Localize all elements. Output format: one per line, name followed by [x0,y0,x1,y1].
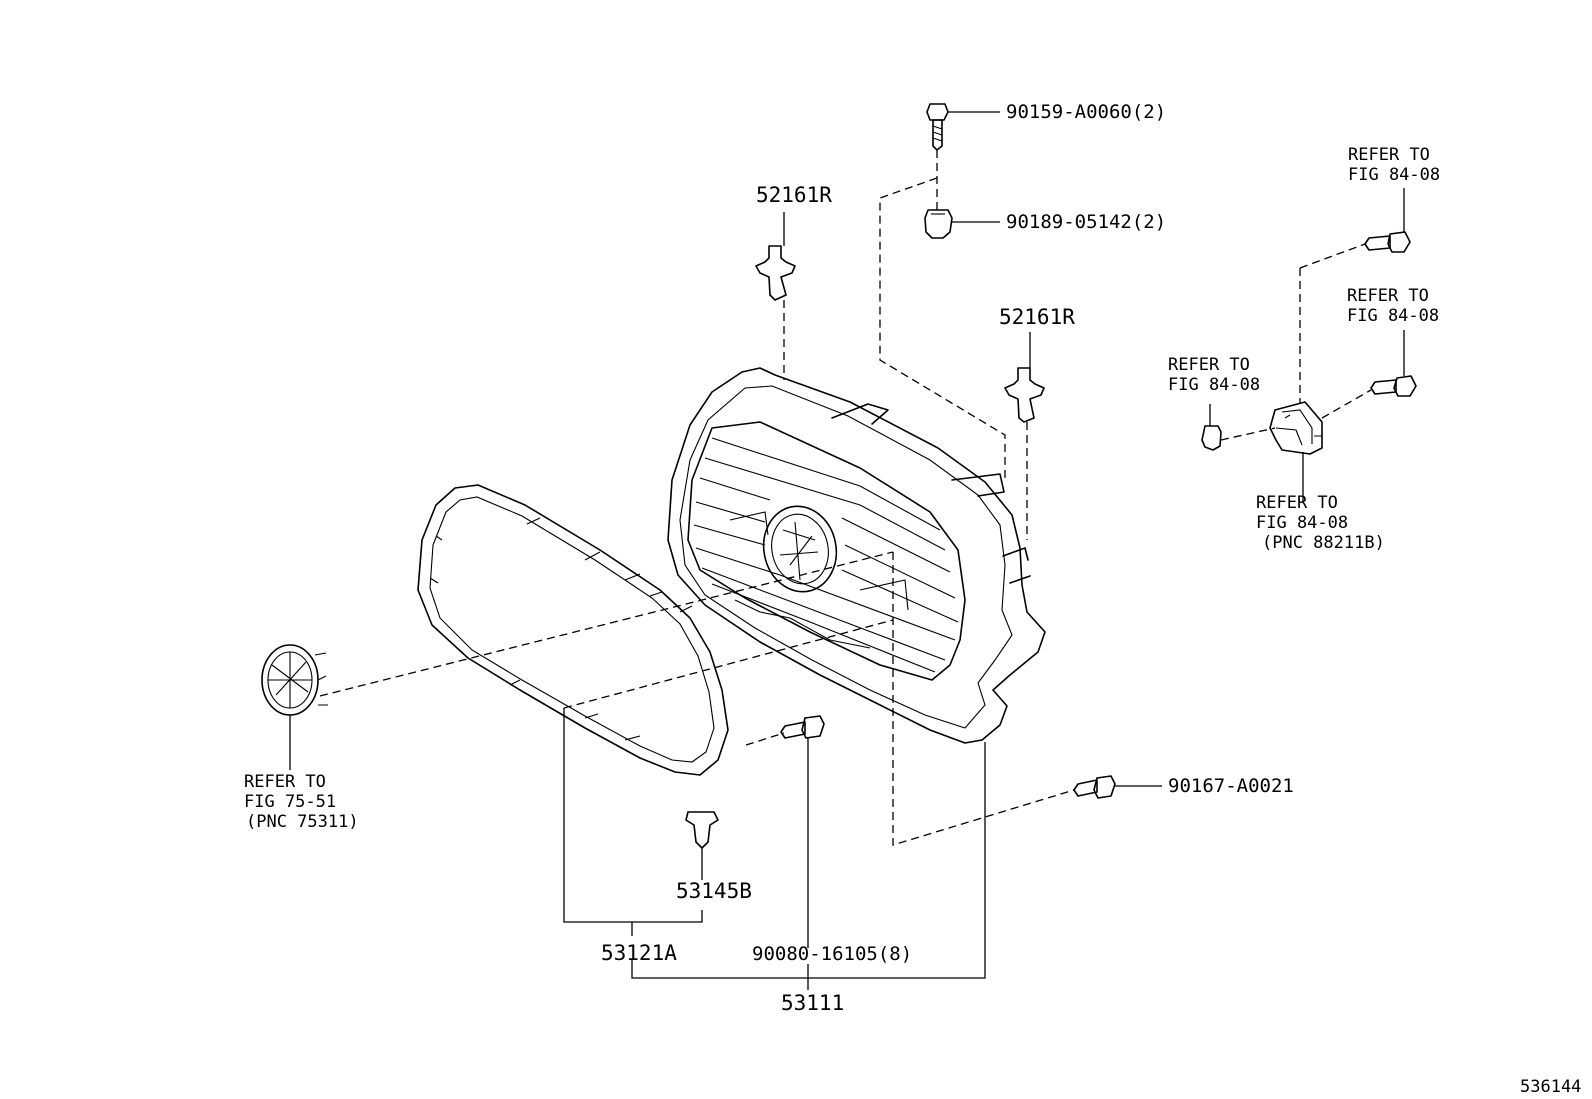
label-refer-sensor-bottom-2[interactable]: FIG 84-08 [1256,513,1348,533]
label-bolt-90159[interactable]: 90159-A0060(2) [1006,101,1166,123]
sensor-bolt-mid[interactable] [1370,375,1417,397]
label-screw-90080[interactable]: 90080-16105(8) [752,943,912,965]
part-labels: 90159-A0060(2) 90189-05142(2) 52161R 521… [244,101,1581,1097]
label-clip-53145b[interactable]: 53145B [676,879,752,903]
bolt-90167[interactable] [1073,775,1116,799]
bolt-90159[interactable] [926,103,949,151]
label-refer-sensor-left-1[interactable]: REFER TO [1168,355,1250,375]
label-refer-sensor-mid-1[interactable]: REFER TO [1347,286,1429,306]
sensor-bracket[interactable] [1269,401,1323,455]
label-refer-sensor-top-1[interactable]: REFER TO [1348,145,1430,165]
label-grille-53111[interactable]: 53111 [781,991,844,1015]
screw-90080[interactable] [780,715,825,739]
clip-52161r-right[interactable] [1004,367,1045,423]
label-refer-sensor-left-2[interactable]: FIG 84-08 [1168,375,1260,395]
emblem[interactable] [261,644,328,716]
label-refer-emblem-2[interactable]: FIG 75-51 [244,792,336,812]
label-nut-90189[interactable]: 90189-05142(2) [1006,211,1166,233]
label-refer-sensor-top-2[interactable]: FIG 84-08 [1348,165,1440,185]
grille-molding[interactable] [417,484,729,776]
label-clip-right[interactable]: 52161R [999,305,1075,329]
label-bolt-90167[interactable]: 90167-A0021 [1168,775,1294,797]
label-molding-53121a[interactable]: 53121A [601,941,677,965]
label-refer-sensor-bottom-3[interactable]: (PNC 88211B) [1262,533,1385,553]
label-refer-sensor-bottom-1[interactable]: REFER TO [1256,493,1338,513]
figure-id: 536144 [1520,1077,1581,1097]
nut-90189[interactable] [924,209,953,239]
label-refer-emblem-3[interactable]: (PNC 75311) [246,812,359,832]
assembly-lines [319,150,1372,846]
clip-52161r-left[interactable] [755,245,796,301]
label-refer-sensor-mid-2[interactable]: FIG 84-08 [1347,306,1439,326]
sensor-nut[interactable] [1201,425,1222,451]
clip-53145b[interactable] [685,811,719,849]
radiator-grille[interactable] [667,367,1046,744]
leader-lines [289,111,1405,990]
label-clip-left[interactable]: 52161R [756,183,832,207]
sensor-bolt-top[interactable] [1364,231,1411,253]
label-refer-emblem-1[interactable]: REFER TO [244,772,326,792]
